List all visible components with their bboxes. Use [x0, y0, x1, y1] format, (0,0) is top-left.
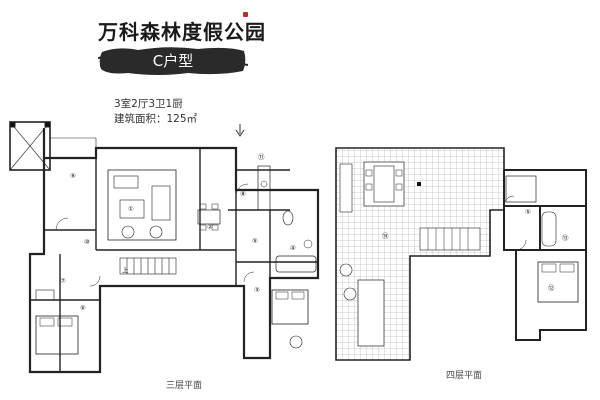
- kitchen-counter: [257, 165, 271, 211]
- fourth-floor-caption: 四层平面: [446, 370, 482, 381]
- unit-type-label: C户型: [152, 52, 194, 70]
- brush-stroke-banner: [98, 47, 248, 75]
- third-floor-inner-walls: [30, 148, 318, 372]
- entry-arrow: [235, 124, 245, 137]
- room-number-5-upper: ⑤: [525, 208, 531, 216]
- stair-up-label: 上: [122, 265, 129, 274]
- room-number-5: ⑤: [252, 237, 258, 245]
- project-title: 万科森林度假公园: [98, 20, 266, 44]
- bathtub: [275, 255, 317, 273]
- third-floor-outer-wall: [28, 128, 320, 374]
- room-number-2: ②: [207, 223, 213, 231]
- lift-box: [9, 121, 51, 171]
- room-number-10: ⑩: [84, 238, 90, 246]
- room-number-8: ⑧: [240, 190, 246, 198]
- room-number-12: ⑫: [548, 284, 555, 292]
- fourth-floor-bathtub: [541, 211, 557, 247]
- third-floor-caption: 三层平面: [166, 380, 202, 391]
- room-layout-text: 3室2厅3卫1厨: [114, 98, 183, 110]
- room-number-9: ⑨: [70, 172, 76, 180]
- floor-area-text: 建筑面积：125㎡: [114, 113, 198, 125]
- fourth-floor-counter: [505, 175, 537, 203]
- room-number-6: ⑥: [80, 304, 86, 312]
- room-number-13: ⑬: [562, 234, 569, 242]
- dining-table: [197, 209, 221, 225]
- room-number-3: ③: [254, 286, 260, 294]
- lounge-bed: [357, 279, 385, 347]
- sofa-set: [107, 169, 177, 241]
- fourth-floor-plan: [335, 147, 587, 361]
- fourth-floor-room-numbers: ⑭ ⑤ ⑬ ⑫: [382, 208, 569, 292]
- seal-mark: [243, 12, 248, 17]
- third-floor-plan: [9, 121, 320, 374]
- room-number-7: ⑦: [60, 277, 66, 285]
- third-floor-room-numbers: ① ② ③ ④ ⑤ ⑥ ⑦ ⑧ ⑨ ⑩ ⑪ 上: [60, 153, 296, 312]
- room-number-1: ①: [128, 205, 134, 213]
- room-number-4: ④: [290, 244, 296, 252]
- room-number-11: ⑪: [258, 153, 265, 161]
- bed-6: [35, 315, 79, 355]
- room-number-14: ⑭: [382, 232, 389, 240]
- fourth-floor-walls: [503, 169, 587, 341]
- stair: [119, 257, 177, 275]
- bed-3: [271, 289, 309, 325]
